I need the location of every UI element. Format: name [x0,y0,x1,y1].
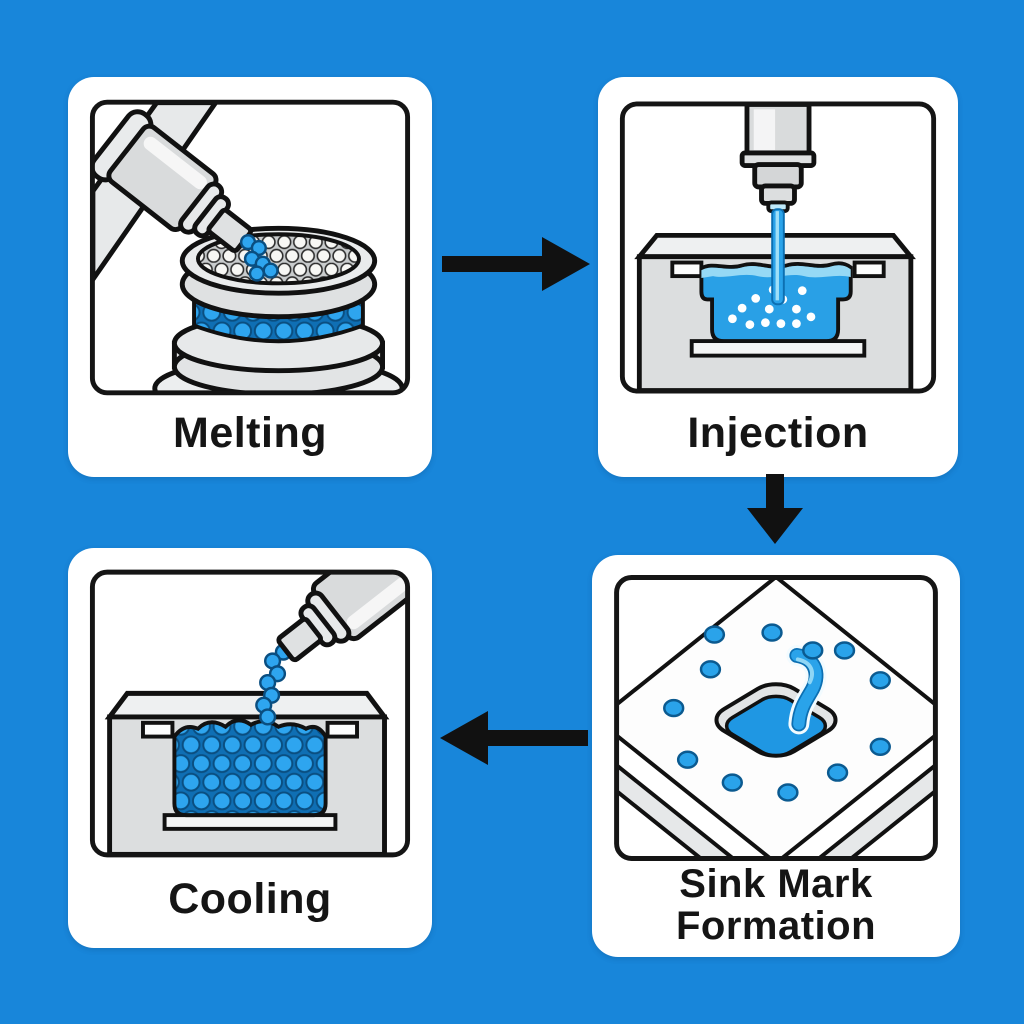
nozzle-icon [276,572,408,663]
pellet-fill-icon [172,718,328,818]
arrow-injection-to-sink-mark [747,474,803,544]
step-label-cooling: Cooling [168,874,332,923]
melting-illustration [89,99,411,396]
step-card-melting: Melting [68,77,432,477]
step-label-sink-mark-formation: Sink Mark Formation [675,862,877,948]
shrinkage-dots-icon [663,623,891,802]
arrow-melting-to-injection [442,237,590,291]
step-label-melting: Melting [173,408,327,457]
step-card-injection: Injection [598,77,958,477]
injector-nozzle-icon [739,104,817,214]
step-card-cooling: Cooling [68,548,432,948]
cooling-illustration [89,569,411,858]
pellet-stream-icon [239,234,279,282]
step-card-sink-mark-formation: Sink Mark Formation [592,555,960,957]
injection-stream-icon [771,208,785,306]
injection-illustration [619,101,937,394]
sink-mark-illustration [614,574,938,862]
step-label-injection: Injection [687,408,869,457]
droplet-icon [786,645,827,735]
arrow-sink-mark-to-cooling [440,711,588,765]
